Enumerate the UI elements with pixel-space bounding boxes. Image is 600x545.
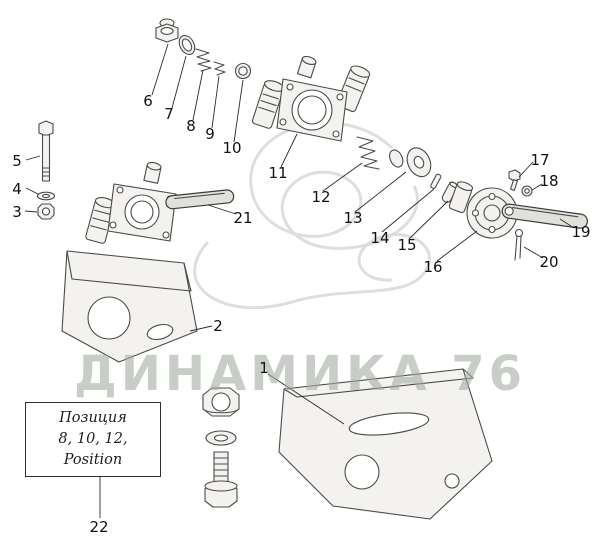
- callout-5: 5: [12, 152, 22, 170]
- part-screw-17: [508, 169, 521, 191]
- callout-10: 10: [222, 139, 242, 157]
- note-box: Позиция 8, 10, 12, Position: [25, 402, 161, 477]
- part-lever-19: [501, 203, 589, 229]
- part-washer-18: [521, 185, 533, 197]
- part-valve-body-11: [251, 55, 371, 142]
- part-bolt-bottom: [204, 451, 238, 508]
- callout-2: 2: [213, 317, 223, 335]
- part-spring-9: [213, 61, 226, 76]
- callout-4: 4: [12, 180, 22, 198]
- part-bracket-1: [278, 368, 493, 520]
- part-ring-10: [234, 62, 252, 80]
- callout-9: 9: [205, 125, 215, 143]
- callout-22: 22: [89, 518, 109, 536]
- callout-8: 8: [186, 117, 196, 135]
- callout-13: 13: [343, 209, 363, 227]
- part-washer-bottom: [205, 430, 237, 446]
- part-spring-12: [356, 136, 380, 170]
- part-bolt-5: [38, 120, 54, 182]
- part-washer-4: [36, 191, 56, 201]
- callout-7: 7: [164, 105, 174, 123]
- part-cotter-pin-20: [514, 228, 524, 261]
- callout-leader-lines: [24, 43, 575, 518]
- callout-3: 3: [12, 203, 22, 221]
- callout-16: 16: [423, 258, 443, 276]
- part-nut-bottom: [202, 387, 240, 417]
- callout-11: 11: [268, 164, 288, 182]
- callout-20: 20: [539, 253, 559, 271]
- callout-12: 12: [311, 188, 331, 206]
- note-line-3: Position: [63, 452, 123, 468]
- part-spring-8: [195, 48, 212, 72]
- part-seal-ring-7: [178, 35, 196, 55]
- part-valve-assembly-21: [85, 161, 235, 244]
- note-line-1: Позиция: [59, 409, 127, 426]
- part-bracket-2: [61, 250, 198, 363]
- callout-1: 1: [259, 359, 269, 377]
- callout-18: 18: [539, 172, 559, 190]
- callout-15: 15: [397, 236, 417, 254]
- note-line-2: 8, 10, 12,: [58, 430, 128, 447]
- callout-14: 14: [370, 229, 390, 247]
- part-disc-13: [389, 147, 432, 178]
- part-cap-nut-6: [155, 18, 179, 43]
- callout-19: 19: [571, 223, 591, 241]
- swirl-watermark-icon: [193, 121, 431, 310]
- callout-21: 21: [233, 209, 253, 227]
- part-nut-3: [37, 203, 55, 220]
- callout-6: 6: [143, 92, 153, 110]
- part-pin-14: [430, 173, 442, 189]
- callout-17: 17: [530, 151, 550, 169]
